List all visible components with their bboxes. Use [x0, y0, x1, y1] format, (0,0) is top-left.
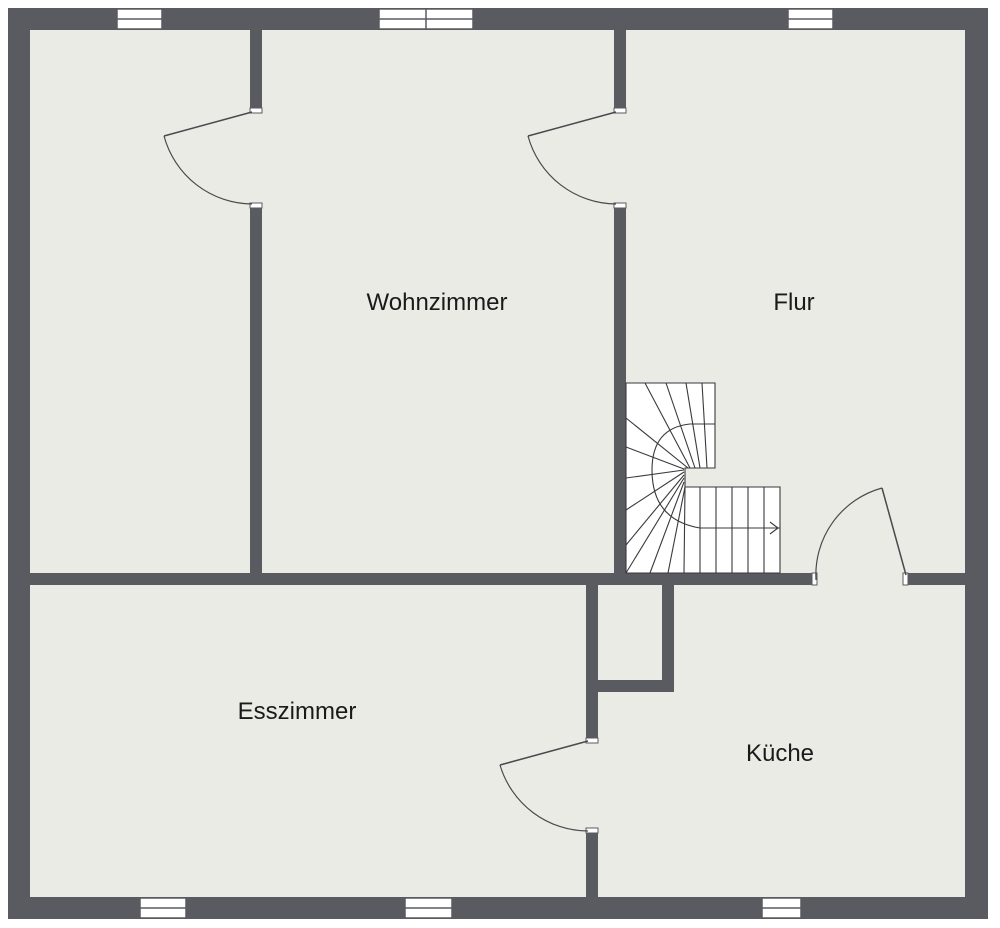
stair-tread — [625, 446, 685, 470]
room-label-wohnzimmer: Wohnzimmer — [367, 289, 508, 316]
stair-tread — [667, 486, 686, 574]
stair-tread — [701, 382, 708, 469]
window-bottom-middle — [404, 897, 453, 919]
floor-area — [30, 30, 965, 897]
stair-tread — [649, 481, 685, 574]
door-esszimmer-kueche — [499, 737, 599, 834]
room-label-flur: Flur — [773, 289, 814, 316]
stair-tread — [625, 474, 685, 546]
stair-tread — [685, 382, 701, 469]
room-label-esszimmer: Esszimmer — [238, 698, 357, 725]
interior-walls — [30, 30, 965, 897]
stair-tread — [683, 486, 686, 574]
stair-tread — [625, 417, 689, 469]
window-top-middle — [378, 8, 474, 30]
stair-tread — [625, 477, 685, 574]
window-bottom-left — [139, 897, 187, 919]
windows — [116, 8, 834, 919]
door-flur-kueche — [811, 487, 909, 586]
stair-tread — [651, 423, 780, 529]
window-bottom-right — [761, 897, 802, 919]
stair-tread — [769, 521, 779, 535]
stair-tread — [644, 382, 691, 469]
staircase — [625, 382, 781, 574]
door-left-room — [163, 107, 263, 209]
outer-walls — [8, 8, 988, 919]
stair-tread — [665, 382, 696, 469]
room-label-kueche: Küche — [746, 740, 814, 767]
stair-tread — [625, 471, 685, 511]
door-wohnzimmer-flur — [527, 107, 627, 209]
window-top-left — [116, 8, 163, 30]
stair-tread — [625, 469, 685, 479]
window-top-right — [787, 8, 834, 30]
